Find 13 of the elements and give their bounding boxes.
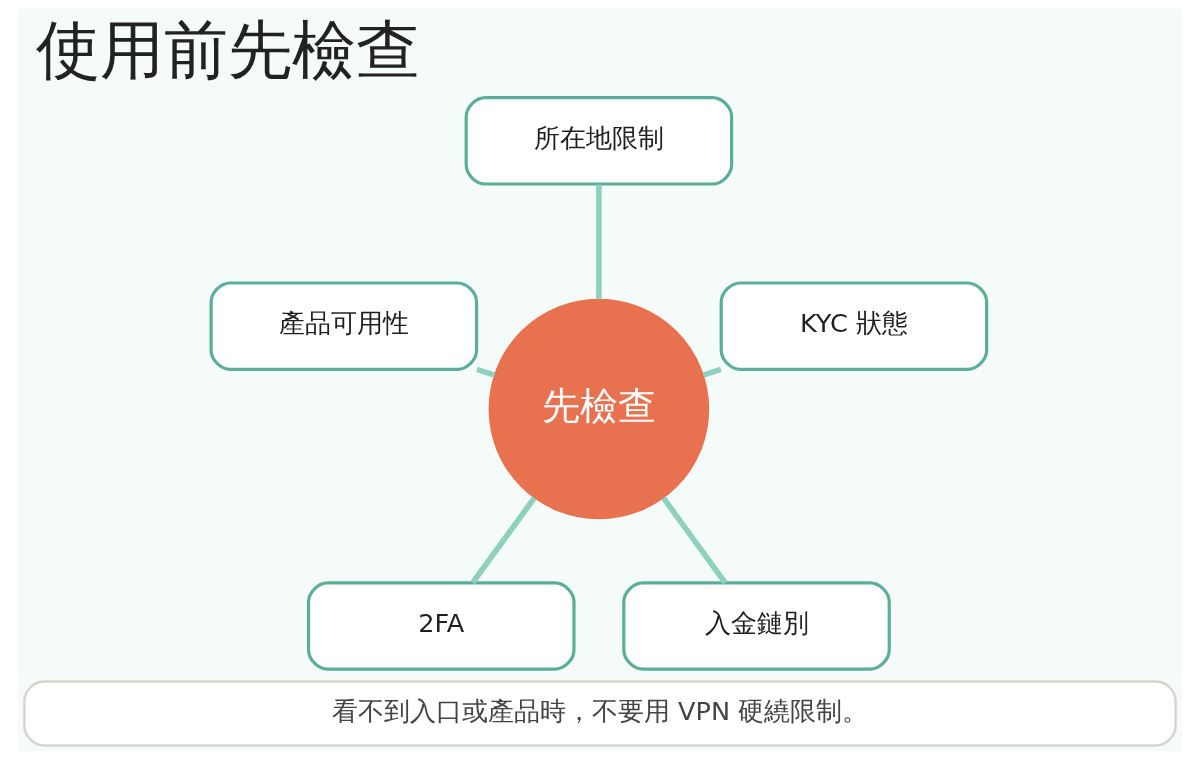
node-box: 入金鏈別 [622,581,891,671]
connector [470,496,537,585]
node-circle: 先檢查 [488,298,710,520]
node-box: 看不到入口或產品時，不要用 VPN 硬繞限制。 [23,680,1177,747]
diagram-title: 使用前先檢查 [36,13,421,88]
node-box: 產品可用性 [209,281,479,371]
node-box: 2FA [306,581,576,671]
node-box: KYC 狀態 [719,281,989,371]
connector [661,496,728,585]
connector [596,184,602,300]
connector [476,366,496,378]
connector [702,366,722,378]
node-box: 所在地限制 [464,96,734,186]
